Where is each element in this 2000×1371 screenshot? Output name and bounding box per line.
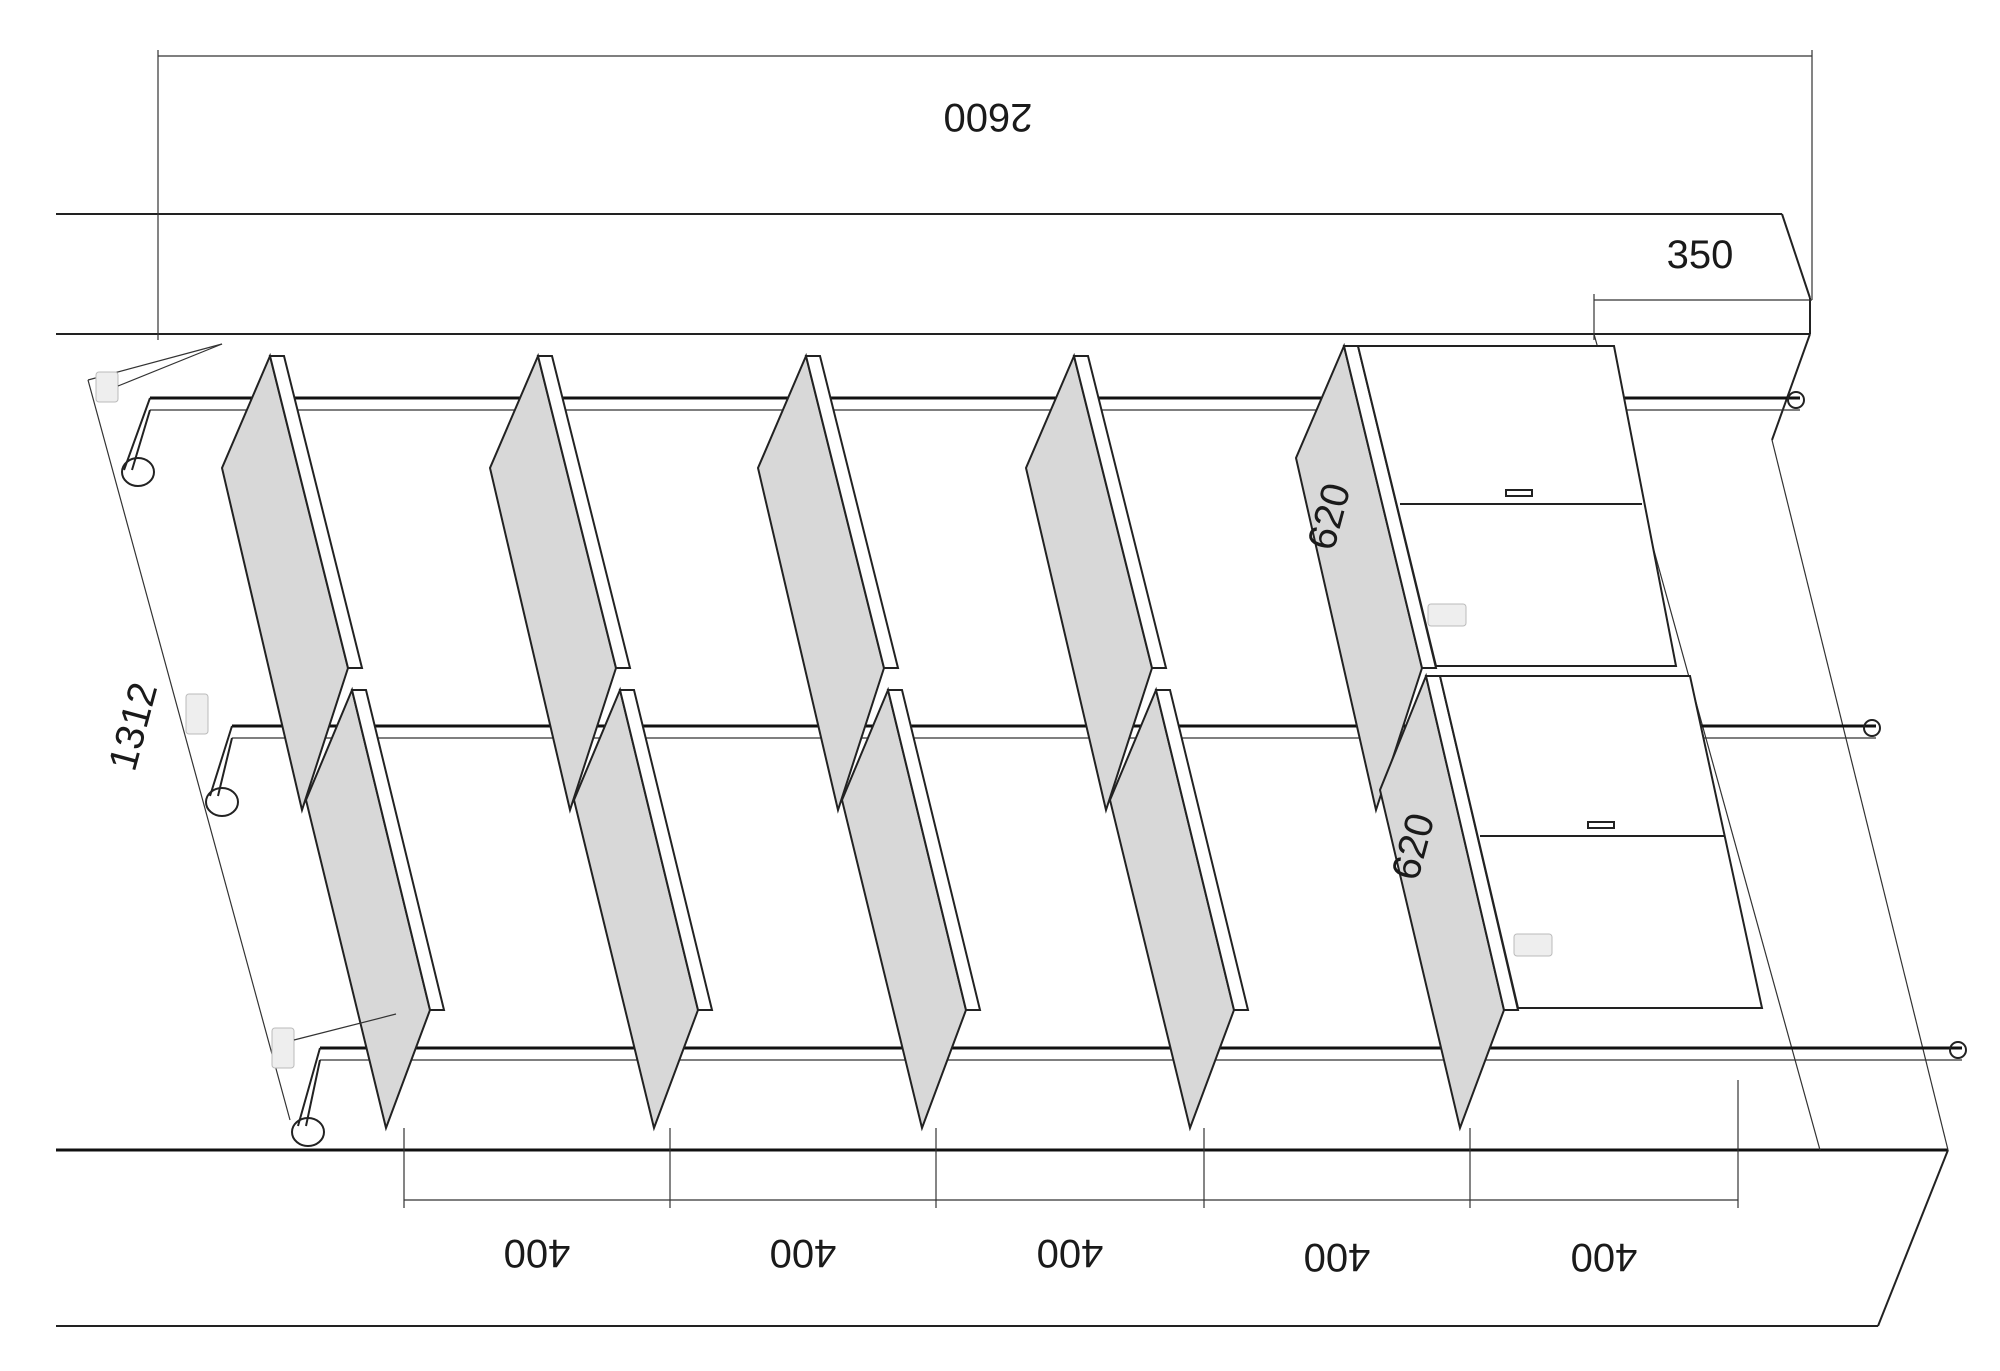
depth-label: 350 — [1667, 233, 1734, 277]
drawer-unit-lower-carcass — [1438, 675, 1764, 1009]
drawer-unit: 620 620 — [1300, 345, 1764, 1009]
drawer-handle-3 — [1587, 821, 1615, 829]
drawer-unit-upper-carcass — [1356, 345, 1678, 667]
bay-dimensions: 400 400 400 400 400 — [403, 1080, 1739, 1279]
bay-width-label-5: 400 — [1571, 1235, 1638, 1279]
part-tags — [95, 343, 1553, 1069]
rail-end-bracket-top-left — [121, 457, 155, 487]
bay-width-label-2: 400 — [770, 1231, 837, 1275]
drawer-handle-1 — [1505, 489, 1533, 497]
overall-width-dimension: 2600 — [157, 50, 1813, 340]
rail-end-bracket-middle-right — [1863, 719, 1881, 737]
rail-end-bracket-bottom-left — [291, 1117, 325, 1147]
overall-width-label: 2600 — [944, 95, 1033, 139]
bay-width-label-4: 400 — [1304, 1235, 1371, 1279]
upper-dividers — [220, 342, 1438, 814]
bay-width-label-1: 400 — [504, 1231, 571, 1275]
depth-dimension: 350 — [1593, 233, 1812, 340]
rail-end-bracket-middle-left — [205, 787, 239, 817]
height-label: 1312 — [101, 678, 167, 775]
rail-end-bracket-bottom-right — [1949, 1041, 1967, 1059]
room-outline — [56, 213, 1949, 1327]
lower-dividers — [304, 672, 1520, 1132]
bay-width-label-3: 400 — [1037, 1231, 1104, 1275]
rail-end-bracket-top-right — [1787, 391, 1805, 409]
